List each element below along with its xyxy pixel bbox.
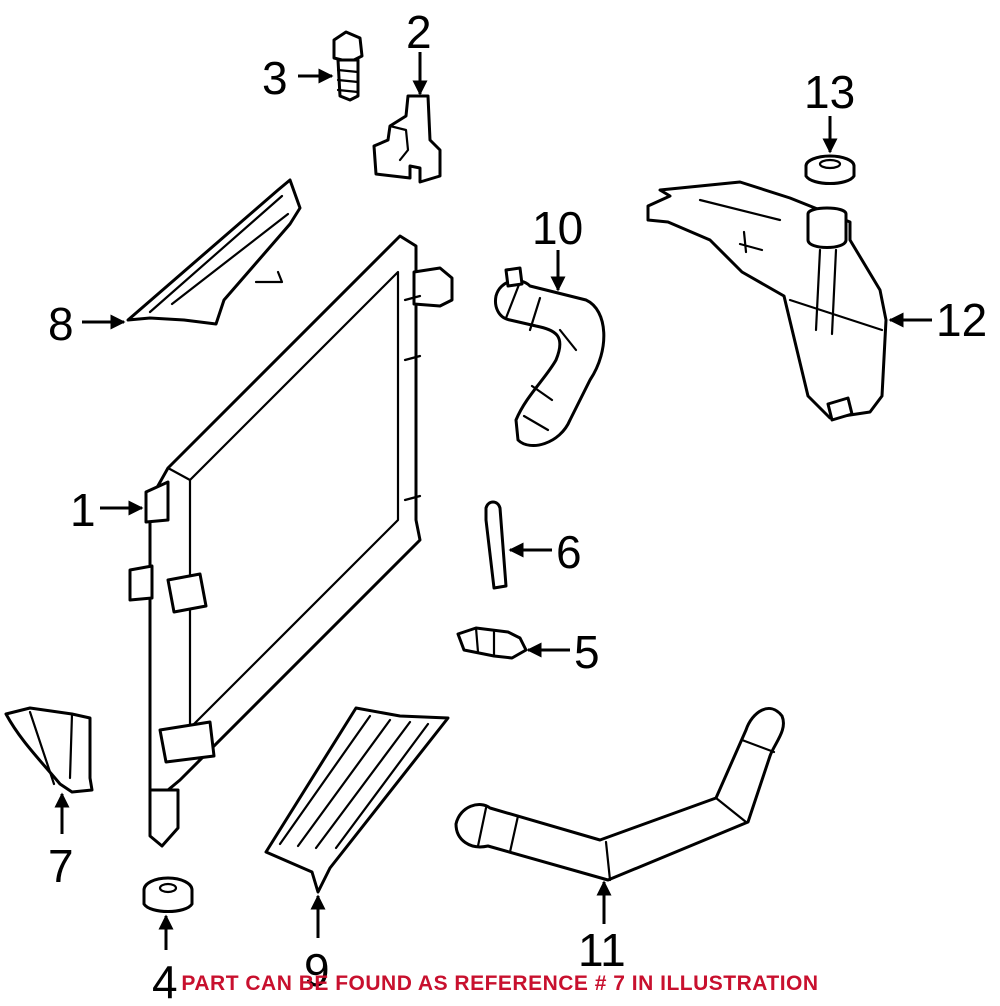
part-lower-hose — [454, 707, 785, 882]
callout-3: 3 — [262, 52, 288, 104]
callout-8: 8 — [48, 298, 74, 350]
callout-13: 13 — [804, 66, 855, 118]
part-seal-ring — [804, 154, 856, 185]
callout-numbers: 1 2 3 4 5 6 7 8 9 10 11 12 13 — [48, 6, 987, 1006]
callout-1: 1 — [70, 484, 96, 536]
part-small-hose — [484, 500, 508, 590]
part-bolt — [332, 30, 364, 102]
callout-7: 7 — [48, 840, 74, 892]
part-radiator — [128, 234, 454, 848]
part-coolant-reservoir — [646, 180, 888, 422]
callout-9: 9 — [304, 944, 330, 996]
part-grommet — [142, 876, 194, 913]
callout-6: 6 — [556, 526, 582, 578]
part-upper-air-seal — [126, 178, 302, 326]
part-lower-air-seal — [264, 706, 450, 894]
part-air-deflector — [4, 706, 94, 794]
footer-note: PART CAN BE FOUND AS REFERENCE # 7 IN IL… — [181, 972, 819, 995]
part-bracket — [372, 94, 442, 184]
leader-lines — [54, 52, 932, 950]
callout-5: 5 — [574, 626, 600, 678]
callout-10: 10 — [532, 202, 583, 254]
part-fitting — [456, 626, 528, 660]
callout-4: 4 — [152, 956, 178, 1006]
part-upper-hose — [494, 266, 606, 447]
callout-12: 12 — [936, 294, 987, 346]
callout-11: 11 — [578, 924, 626, 976]
callout-2: 2 — [406, 6, 432, 58]
